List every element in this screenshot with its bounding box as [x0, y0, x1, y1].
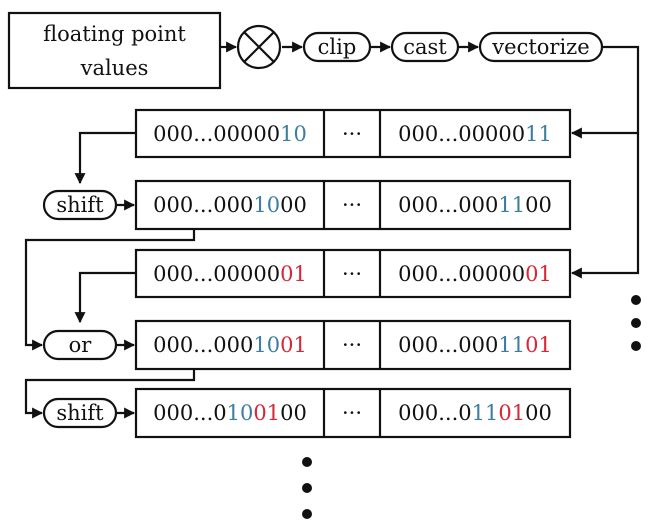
bit-segment: 000...00000 — [398, 122, 525, 146]
shift-op-1: shift — [42, 189, 118, 221]
row-1-right-bits: 000...0000011 — [398, 122, 552, 146]
bit-segment: 000...00000 — [153, 262, 280, 286]
bit-segment: 00 — [525, 193, 552, 217]
row-2-ellipsis: ··· — [342, 193, 362, 217]
bit-segment: 10 — [227, 401, 254, 425]
bit-segment: 000...00000 — [398, 262, 525, 286]
row-3-ellipsis: ··· — [342, 262, 362, 286]
bit-segment: 000...0 — [398, 401, 471, 425]
row-5-ellipsis: ··· — [342, 401, 362, 425]
bit-segment: 01 — [253, 401, 280, 425]
shift-label-2: shift — [56, 401, 104, 425]
row-3-right-bits: 000...0000001 — [398, 262, 552, 286]
bit-segment: 01 — [498, 401, 525, 425]
continuation-dots-right — [631, 295, 641, 351]
bit-segment: 01 — [525, 333, 552, 357]
register-row-2: 000...0001000 ··· 000...0001100 — [134, 179, 572, 231]
register-row-4: 000...0001001 ··· 000...0001101 — [134, 319, 572, 371]
bit-segment: 000...000 — [398, 333, 498, 357]
arrow-vectorize-to-row-1 — [570, 45, 640, 139]
bit-segment: 00 — [280, 401, 307, 425]
bit-segment: 10 — [253, 193, 280, 217]
row-4-ellipsis: ··· — [342, 333, 362, 357]
clip-op: clip — [302, 31, 372, 63]
bit-segment: 000...00000 — [153, 122, 280, 146]
input-label-line-1: floating point — [43, 22, 186, 46]
arrow-vectorize-to-row-3 — [570, 133, 640, 279]
vectorize-op: vectorize — [478, 31, 604, 63]
bit-segment: 000...000 — [153, 193, 253, 217]
continuation-dots-bottom — [302, 457, 312, 519]
bit-segment: 01 — [525, 262, 552, 286]
arrow-row-4-to-shift — [24, 369, 196, 419]
row-4-right-bits: 000...0001101 — [398, 333, 552, 357]
bit-segment: 11 — [498, 193, 525, 217]
circled-times-icon — [236, 24, 282, 70]
arrow-row-2-to-or — [24, 229, 196, 351]
vectorize-label: vectorize — [491, 35, 589, 59]
bit-segment: 01 — [280, 333, 307, 357]
bit-segment: 000...000 — [153, 333, 253, 357]
row-5-right-bits: 000...0110100 — [398, 401, 552, 425]
arrow-row-3-to-or — [74, 271, 136, 324]
bit-segment: 10 — [280, 122, 307, 146]
bit-segment: 10 — [253, 333, 280, 357]
bit-segment: 000...000 — [398, 193, 498, 217]
bit-segment: 11 — [472, 401, 499, 425]
connectors — [24, 41, 640, 419]
bit-segment: 00 — [280, 193, 307, 217]
clip-label: clip — [318, 35, 357, 59]
bit-segment: 11 — [525, 122, 552, 146]
row-1-ellipsis: ··· — [342, 122, 362, 146]
input-box: floating point values — [7, 11, 222, 90]
bit-segment: 000...0 — [153, 401, 226, 425]
shift-label-1: shift — [56, 193, 104, 217]
input-label-line-2: values — [80, 56, 149, 80]
shift-op-2: shift — [42, 397, 118, 429]
row-1-left-bits: 000...0000010 — [153, 122, 307, 146]
arrow-row-1-to-shift — [74, 131, 136, 185]
bit-segment: 11 — [498, 333, 525, 357]
register-row-1: 000...0000010 ··· 000...0000011 — [134, 108, 572, 159]
row-4-left-bits: 000...0001001 — [153, 333, 307, 357]
register-row-3: 000...0000001 ··· 000...0000001 — [134, 248, 572, 299]
cast-label: cast — [403, 35, 447, 59]
or-label: or — [69, 333, 93, 357]
cast-op: cast — [390, 31, 460, 63]
register-row-5: 000...0100100 ··· 000...0110100 — [134, 387, 572, 439]
row-5-left-bits: 000...0100100 — [153, 401, 307, 425]
bit-segment: 00 — [525, 401, 552, 425]
row-3-left-bits: 000...0000001 — [153, 262, 307, 286]
or-op: or — [42, 329, 118, 361]
row-2-left-bits: 000...0001000 — [153, 193, 307, 217]
row-2-right-bits: 000...0001100 — [398, 193, 552, 217]
bit-segment: 01 — [280, 262, 307, 286]
